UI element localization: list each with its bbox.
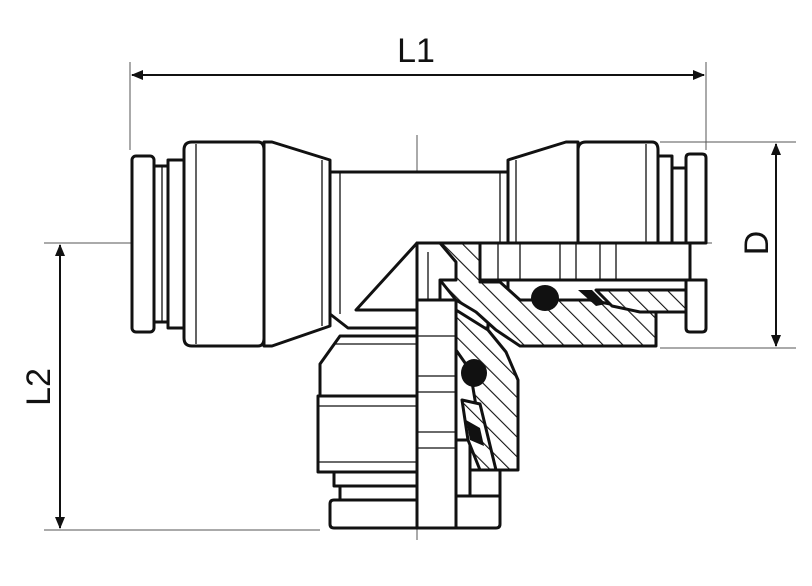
dimension-l1: L1 [129, 32, 707, 150]
dimension-d-label: D [738, 231, 776, 256]
right-port-outside [506, 140, 708, 245]
bottom-port-section [415, 298, 520, 530]
bottom-port-outside [316, 334, 419, 530]
dimension-l2: L2 [20, 242, 320, 531]
tee-internal-cone [354, 241, 458, 312]
dimension-l2-label: L2 [20, 368, 58, 406]
left-port [130, 140, 332, 348]
dimension-d: D [660, 141, 796, 349]
o-ring-right [531, 285, 559, 311]
dimension-l1-label: L1 [397, 32, 435, 70]
o-ring-bottom [461, 359, 487, 387]
right-port-section [438, 241, 708, 348]
